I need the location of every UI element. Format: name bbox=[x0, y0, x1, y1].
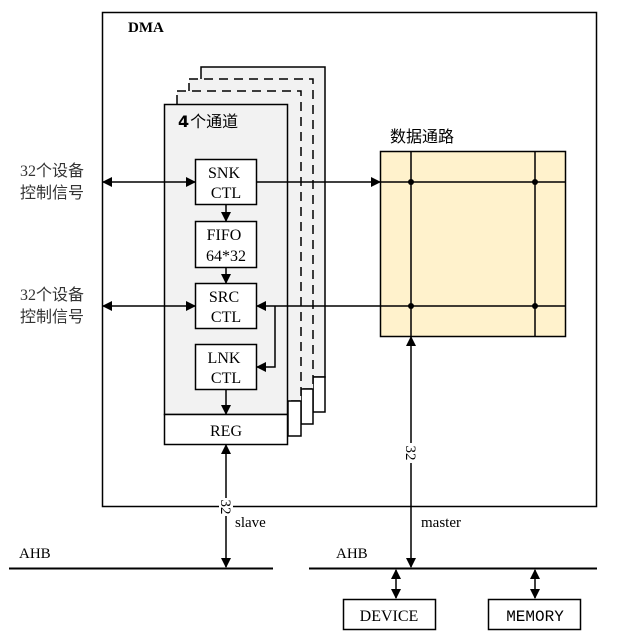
device-label: DEVICE bbox=[360, 608, 419, 625]
ahb-label-left: AHB bbox=[19, 546, 51, 562]
ahb-label-right: AHB bbox=[336, 546, 368, 562]
src-ctl-block bbox=[194, 282, 258, 330]
datapath-label: 数据通路 bbox=[390, 128, 454, 146]
fifo-block bbox=[194, 220, 258, 269]
datapath-junctions bbox=[408, 179, 538, 309]
device-signal-label-2: 32个设备 控制信号 bbox=[20, 286, 88, 326]
memory-label: MEMORY bbox=[506, 608, 564, 626]
device-block bbox=[342, 598, 437, 631]
fifo-label: FIFO 64*32 bbox=[206, 227, 246, 265]
datapath-to-lnk-arrow bbox=[256, 306, 276, 372]
lnk-ctl-label: LNK CTL bbox=[208, 350, 245, 387]
master-label: master bbox=[421, 515, 461, 531]
lnk-ctl-block bbox=[194, 343, 258, 391]
datapath-block bbox=[379, 150, 567, 338]
src-ctl-label: SRC CTL bbox=[209, 289, 243, 326]
device-signal-label-1: 32个设备 控制信号 bbox=[20, 162, 88, 202]
memory-block bbox=[487, 598, 582, 631]
slave-label: slave bbox=[235, 515, 266, 531]
snk-ctl-block bbox=[194, 158, 258, 206]
channel-count-label: 4个通道 bbox=[178, 112, 238, 131]
snk-ctl-label: SNK CTL bbox=[208, 165, 244, 202]
master-width-label: 32 bbox=[402, 446, 418, 461]
dma-label: DMA bbox=[128, 20, 164, 36]
reg-label: REG bbox=[210, 423, 242, 440]
slave-width-label: 32 bbox=[217, 500, 233, 515]
